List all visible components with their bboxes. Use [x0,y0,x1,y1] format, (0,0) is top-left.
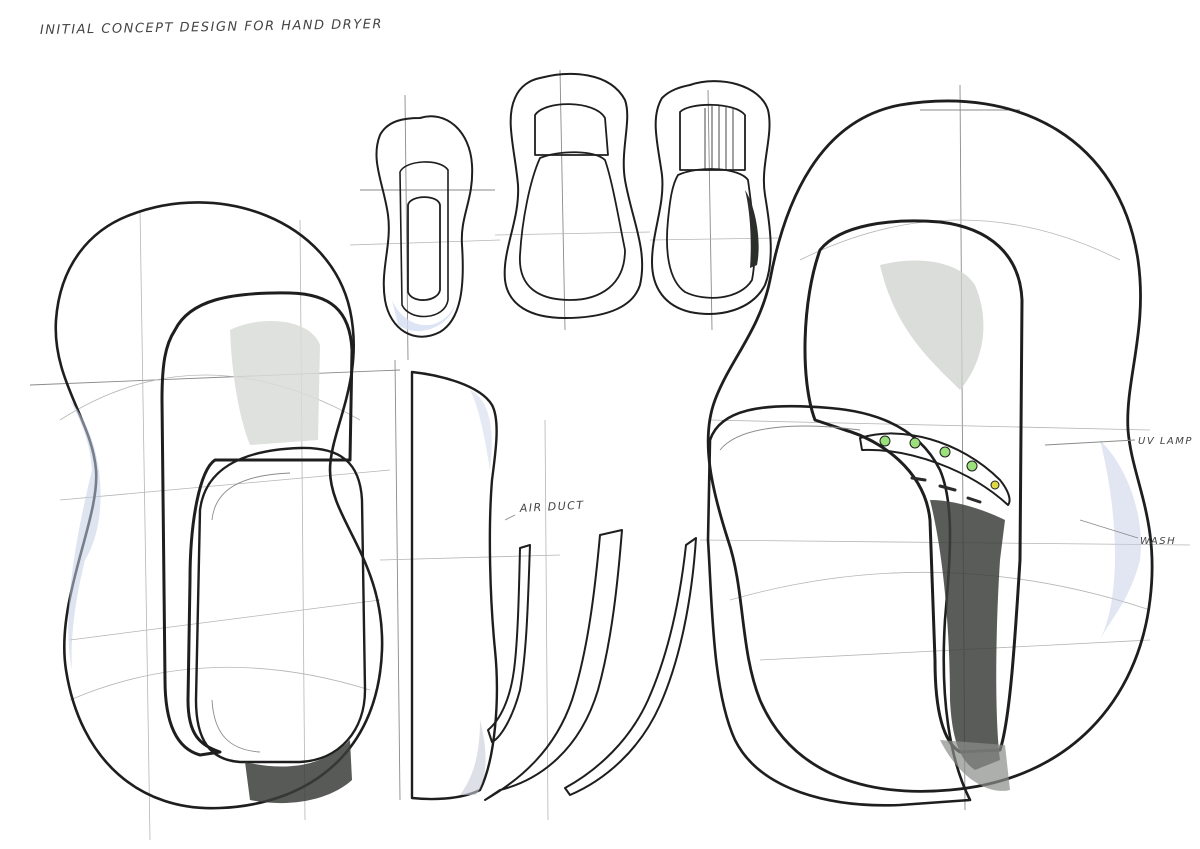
left-cavity [160,291,354,757]
right-base-shadow [940,740,1010,791]
right-front-cover [706,404,972,807]
top-view-3 [649,80,781,331]
left-cavity-highlight [230,321,320,445]
air-duct-1 [487,544,531,743]
air-ducts [484,529,697,801]
side-profile [379,359,561,821]
right-shell-shadow [1100,440,1141,640]
left-base-shadow [245,740,352,804]
left-construction-lines [29,209,401,841]
uv-lamp-label: UV LAMP [1138,436,1193,447]
air-duct-label: AIR DUCT [518,499,584,515]
left-front-cover [194,446,367,764]
uv-lamp-strip [859,432,1011,506]
left-dryer-sketch [29,201,401,841]
top-view-1 [349,94,501,361]
wash-label: WASH [1140,536,1176,547]
wash-nozzle-slots [910,476,982,504]
right-shell [706,99,1154,793]
left-shell [54,201,384,810]
right-cavity-highlight [880,260,984,390]
air-duct-2 [484,529,623,801]
air-duct-3 [564,537,697,796]
right-inner-channel [930,500,1005,770]
left-shell-shadow [68,400,101,670]
sheet-title: INITIAL CONCEPT DESIGN FOR HAND DRYER [40,17,383,38]
right-dryer-sketch [699,84,1191,811]
top-view-2 [494,69,651,331]
